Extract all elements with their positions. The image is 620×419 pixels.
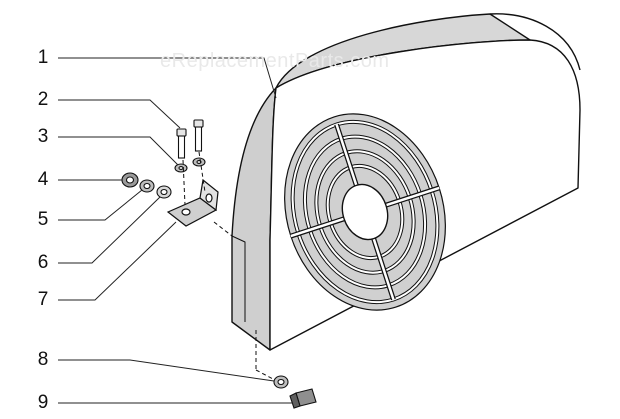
callout-number: 8 <box>37 349 49 370</box>
leader-1 <box>58 57 277 99</box>
leader-6 <box>58 196 161 264</box>
bolts <box>176 119 204 159</box>
fan-guard-grille <box>284 113 446 311</box>
callout-number: 3 <box>37 126 49 147</box>
fan-hub <box>341 183 389 241</box>
nut-and-washers <box>121 172 172 199</box>
leader-3 <box>58 136 179 166</box>
lock-washers-top <box>174 157 206 173</box>
watermark-text: eReplacementParts.com <box>160 50 390 72</box>
callout-number: 9 <box>37 392 49 413</box>
leader-7 <box>58 221 177 301</box>
leader-8 <box>58 359 275 382</box>
shroud-lower-notch <box>231 235 246 322</box>
callout-number: 1 <box>37 47 49 68</box>
assembly-lines <box>182 151 276 381</box>
leader-2 <box>58 99 181 129</box>
callout-number: 6 <box>37 252 49 273</box>
leader-lines <box>58 57 293 404</box>
callout-number: 7 <box>37 289 49 310</box>
leader-5 <box>58 189 143 221</box>
shroud-back-rim <box>489 13 581 71</box>
mounting-bracket <box>166 178 219 227</box>
callout-number: 5 <box>37 209 49 230</box>
callout-number: 4 <box>37 169 49 190</box>
callout-number: 2 <box>37 89 49 110</box>
bottom-fasteners <box>273 375 317 409</box>
